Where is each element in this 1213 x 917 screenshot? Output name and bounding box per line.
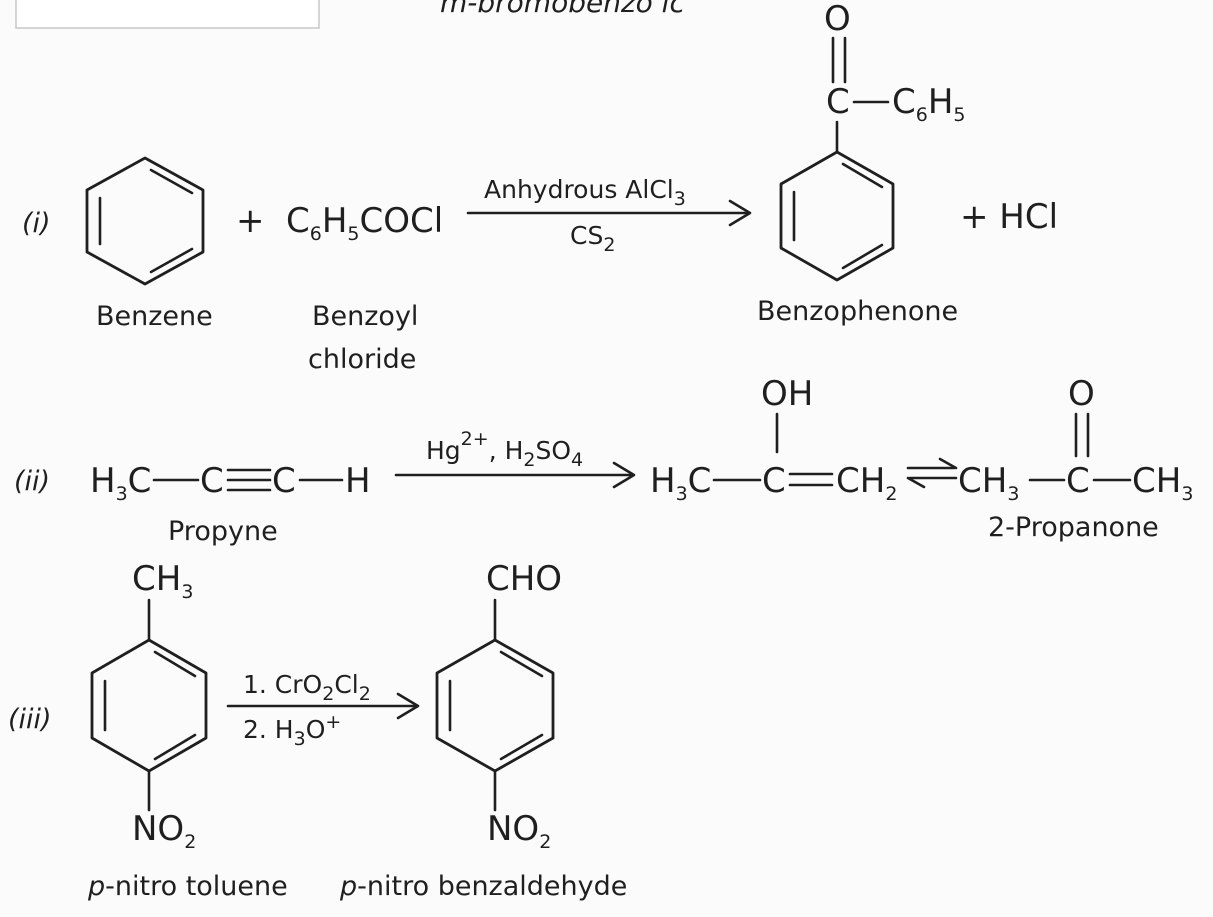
reaction-label-ii: (ii) <box>14 466 50 497</box>
enol-oh: OH <box>761 374 813 414</box>
conditions-cro2cl2: 1. CrO2Cl2 <box>243 670 371 705</box>
propanone-ch3-right: CH3 <box>1132 461 1193 505</box>
carbonyl-carbon-i: C <box>826 82 850 122</box>
benzophenone-structure: O C C6H5 <box>779 0 966 282</box>
reaction-arrow-iii <box>226 692 420 720</box>
enol-carbon: C <box>762 461 786 501</box>
propanone-ch3-left: CH3 <box>958 461 1019 505</box>
enol-intermediate: OH H3C C CH2 <box>650 374 897 505</box>
reaction-arrow-ii <box>394 461 636 489</box>
conditions-cs2: CS2 <box>570 221 615 256</box>
name-p-nitro-benzaldehyde: p-nitro benzaldehyde <box>339 871 627 902</box>
conditions-hg-h2so4: Hg2+, H2SO4 <box>426 428 583 471</box>
equilibrium-arrow <box>906 457 958 489</box>
benzene-ring <box>85 156 205 286</box>
reaction-label-iii: (iii) <box>8 704 52 735</box>
propanone-structure: CH3 C O CH3 <box>958 374 1193 505</box>
name-propyne: Propyne <box>168 516 278 547</box>
benzaldehyde-no2: NO2 <box>487 809 551 853</box>
name-p-nitro-toluene: p-nitro toluene <box>87 871 288 902</box>
conditions-anhydrous-alcl3: Anhydrous AlCl3 <box>484 175 686 210</box>
name-benzophenone: Benzophenone <box>757 296 958 327</box>
name-benzene: Benzene <box>96 301 213 332</box>
propyne-h: H <box>345 461 371 501</box>
propyne-structure: H3C C C H <box>90 461 371 505</box>
p-nitrobenzaldehyde-structure: CHO NO2 <box>435 559 562 853</box>
enol-ch2: CH2 <box>836 461 897 505</box>
benzoyl-chloride-formula: C6H5COCl <box>286 201 443 245</box>
propyne-c2: C <box>272 461 296 501</box>
propanone-oxygen: O <box>1068 374 1095 414</box>
benzaldehyde-cho: CHO <box>486 559 562 599</box>
conditions-h3o: 2. H3O+ <box>243 711 341 750</box>
carbonyl-oxygen-i: O <box>824 0 851 39</box>
toluene-ch3: CH3 <box>132 559 193 603</box>
propanone-carbon: C <box>1066 461 1090 501</box>
enol-ch3: H3C <box>650 461 711 505</box>
toluene-no2: NO2 <box>132 809 196 853</box>
reaction-label-i: (i) <box>22 208 51 239</box>
header-fragment: m-bromobenzo ic <box>440 0 685 19</box>
byproduct-hcl: + HCl <box>960 197 1058 237</box>
p-nitrotoluene-structure: CH3 NO2 <box>90 559 208 853</box>
name-2-propanone: 2-Propanone <box>988 512 1159 543</box>
name-chloride: chloride <box>308 344 416 375</box>
phenyl-substituent: C6H5 <box>892 82 966 126</box>
plus-sign-i: + <box>236 201 265 241</box>
name-benzoyl: Benzoyl <box>312 301 418 332</box>
propyne-ch3: H3C <box>90 461 151 505</box>
reaction-arrow-i <box>466 199 752 227</box>
propyne-c1: C <box>200 461 224 501</box>
header-box <box>15 0 320 29</box>
